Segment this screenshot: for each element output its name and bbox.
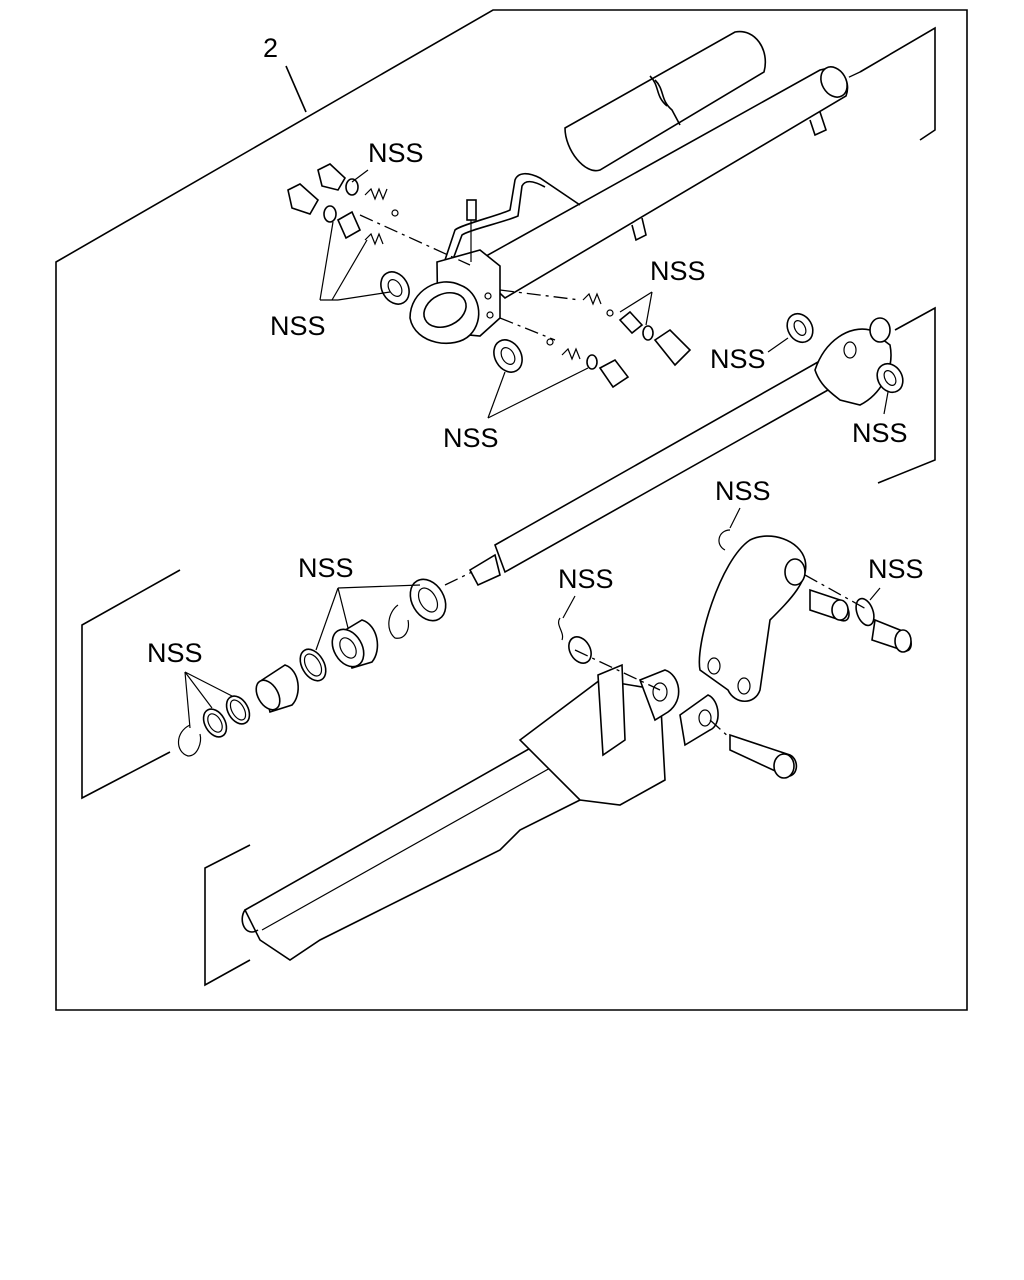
rod-seal — [202, 708, 228, 738]
backup-ring — [225, 695, 251, 725]
split-sleeve — [564, 30, 767, 172]
link-to-pin-dash — [804, 574, 869, 611]
valve-seal-bottom — [493, 339, 523, 373]
cylinder-tube — [468, 66, 849, 299]
assembly-number-leader — [285, 65, 307, 113]
leader-valve-top — [351, 169, 369, 183]
leader-piston — [315, 584, 421, 651]
callout-nss-link-top: NSS — [715, 476, 771, 506]
leader-valve-bottom — [487, 367, 589, 419]
callout-nss-bushing: NSS — [868, 554, 924, 584]
valve-plug-right — [499, 289, 692, 367]
subgroup-bracket-left — [81, 569, 181, 800]
subgroup-bracket-mid-right — [877, 306, 936, 484]
valve-seal-left — [380, 271, 410, 305]
valve-body — [409, 199, 501, 345]
callout-nss-ujoint-right: NSS — [852, 418, 908, 448]
assembly-number-label: 2 — [263, 33, 278, 63]
ujoint-seal-left — [786, 312, 814, 344]
snap-ring-piston — [388, 604, 410, 639]
leader-rings — [184, 671, 233, 729]
callout-nss-ujoint-left: NSS — [710, 344, 766, 374]
callout-nss-valve-right: NSS — [650, 256, 706, 286]
bushing-o-ring — [855, 597, 875, 627]
cotter-pin — [558, 617, 592, 664]
pivot-pin — [709, 719, 798, 779]
universal-joint — [814, 317, 892, 406]
retaining-ring — [177, 724, 202, 757]
assembly-frame — [55, 9, 968, 1011]
link-leader-dash — [574, 649, 661, 691]
link-arm — [698, 535, 807, 703]
callout-nss-valve-top: NSS — [368, 138, 424, 168]
bushing — [871, 618, 912, 653]
hydraulic-pipe — [444, 172, 581, 263]
leader-valve-right — [619, 291, 653, 326]
callout-nss-pin-clip: NSS — [558, 564, 614, 594]
leader-link-top — [729, 507, 741, 529]
leader-valve-left — [319, 221, 391, 301]
leader-ujoint-left — [767, 337, 789, 353]
piston-o-ring — [299, 648, 327, 682]
valve-plug-left — [287, 183, 471, 266]
valve-plug-bottom — [499, 317, 630, 389]
leader-pin-clip — [562, 595, 576, 619]
leader-bushing — [869, 587, 881, 601]
valve-plug-upper — [317, 163, 399, 217]
link-pin-top — [718, 529, 731, 551]
callout-nss-piston: NSS — [298, 553, 354, 583]
callout-nss-rings: NSS — [147, 638, 203, 668]
frame-bracket — [518, 663, 719, 806]
piston — [331, 619, 379, 670]
callout-nss-valve-left: NSS — [270, 311, 326, 341]
piston-seal-ring — [409, 578, 447, 622]
subgroup-bracket-bottom-left — [204, 844, 251, 987]
link-pin — [809, 588, 850, 622]
leader-ujoint-right — [883, 391, 889, 415]
gland-nut — [255, 664, 299, 714]
callout-nss-valve-bottom: NSS — [443, 423, 499, 453]
ujoint-seal-right — [876, 362, 904, 394]
